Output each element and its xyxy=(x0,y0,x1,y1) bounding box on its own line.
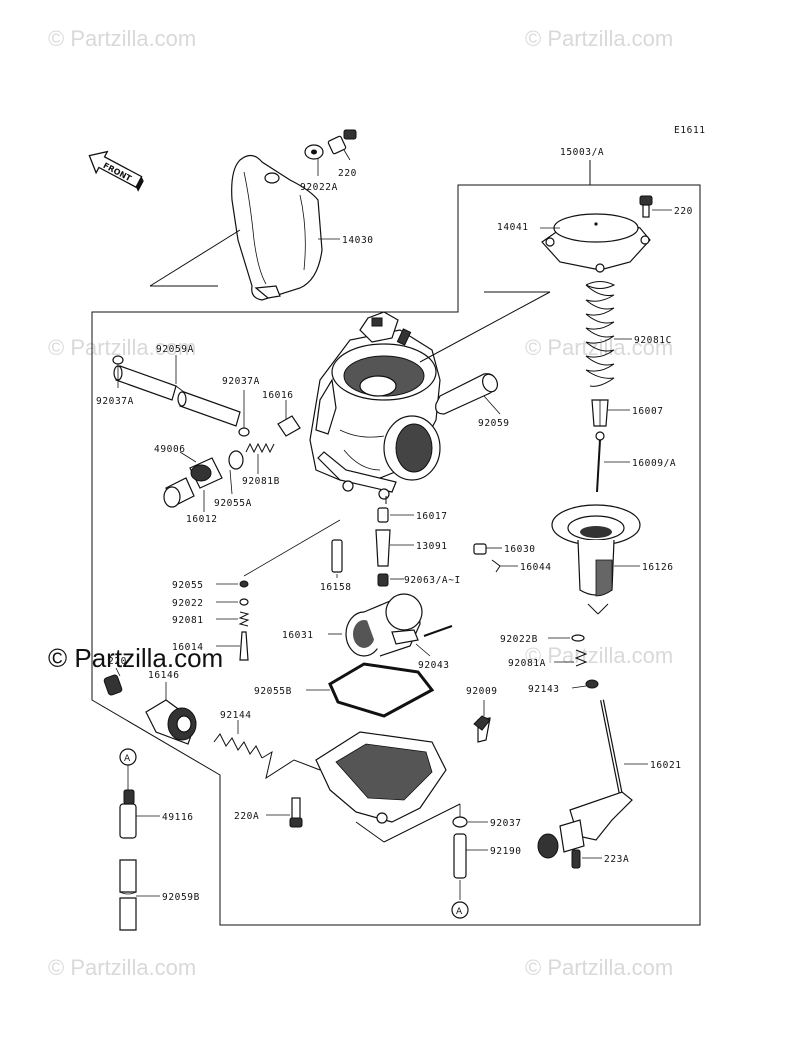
watermark-bottom-left: © Partzilla.com xyxy=(48,955,196,980)
label-16012: 16012 xyxy=(186,514,218,525)
part-16158: 16158 xyxy=(243,519,352,593)
part-16007: 16007 xyxy=(591,399,664,427)
label-16126: 16126 xyxy=(642,562,674,573)
label-92143: 92143 xyxy=(528,684,560,695)
watermark-bottom-right: © Partzilla.com xyxy=(525,955,673,980)
watermark-top-left: © Partzilla.com xyxy=(48,26,196,51)
part-92059-tube: 92059 xyxy=(435,373,510,429)
label-16146: 16146 xyxy=(148,670,180,681)
part-49006-group: 49006 92055A 16012 xyxy=(154,444,252,525)
watermark-main: © Partzilla.com xyxy=(48,643,223,673)
part-92144-spring: 92144 xyxy=(213,710,321,780)
label-92022: 92022 xyxy=(172,598,204,609)
label-223a: 223A xyxy=(604,854,629,865)
part-92037a-clips: 92037A 92037A xyxy=(96,355,260,437)
part-220-left-bolt: 220 xyxy=(103,656,127,696)
part-92037-92190: 92037 92190 A xyxy=(451,816,522,919)
label-220a: 220A xyxy=(234,811,259,822)
label-49116: 49116 xyxy=(162,812,194,823)
label-220b: 220 xyxy=(108,656,127,667)
label-16009a: 16009/A xyxy=(632,458,676,469)
label-92043: 92043 xyxy=(418,660,450,671)
label-92081a: 92081A xyxy=(508,658,546,669)
part-92059a-tubes: 92059A xyxy=(113,344,241,427)
label-16031: 16031 xyxy=(282,630,314,641)
label-16021: 16021 xyxy=(650,760,682,771)
callout-a-left: A xyxy=(124,754,131,764)
watermark-mid-right: © Partzilla.com xyxy=(525,335,673,360)
part-left-column: 92055 92022 92081 16014 xyxy=(172,580,250,661)
assembly-boundary xyxy=(91,184,701,926)
label-14041: 14041 xyxy=(497,222,529,233)
watermark-mid-left: © Partzilla.com xyxy=(48,335,196,360)
part-92009: 92009 xyxy=(466,686,498,743)
part-16126-slide: 16126 xyxy=(551,504,674,615)
front-arrow: FRONT xyxy=(88,150,144,192)
label-92055b: 92055B xyxy=(254,686,292,697)
label-49006: 49006 xyxy=(154,444,186,455)
label-16007: 16007 xyxy=(632,406,664,417)
label-92081c: 92081C xyxy=(634,335,672,346)
label-220: 220 xyxy=(338,168,357,179)
part-16009a-needle: 16009/A xyxy=(595,431,676,493)
part-220a-screw: 220A xyxy=(234,797,303,828)
label-14030: 14030 xyxy=(342,235,374,246)
part-92081c-spring: 92081C xyxy=(585,281,672,387)
part-right-small: 92022B 92081A 92143 xyxy=(500,634,599,695)
label-92063: 92063/A~I xyxy=(404,575,461,586)
label-92059: 92059 xyxy=(478,418,510,429)
callout-a-bottom: A xyxy=(456,907,463,917)
label-92022b: 92022B xyxy=(500,634,538,645)
part-16030-16044: 16030 16044 xyxy=(473,543,552,573)
label-16017: 16017 xyxy=(416,511,448,522)
part-49116-92059b: A 49116 92059B xyxy=(119,748,200,931)
diagram-code: E1611 xyxy=(674,125,706,136)
watermark-top-right: © Partzilla.com xyxy=(525,26,673,51)
label-92059b: 92059B xyxy=(162,892,200,903)
label-92144: 92144 xyxy=(220,710,252,721)
label-92055: 92055 xyxy=(172,580,204,591)
part-92055b-gasket: 92055B xyxy=(254,662,435,718)
part-16017-13091: 16017 13091 92063/A~I xyxy=(375,507,461,587)
part-carburetor-body xyxy=(309,291,551,504)
label-220-top: 220 xyxy=(674,206,693,217)
label-92081: 92081 xyxy=(172,615,204,626)
label-16014: 16014 xyxy=(172,642,204,653)
label-13091: 13091 xyxy=(416,541,448,552)
part-16016: 16016 xyxy=(262,390,301,437)
watermark-center-right: © Partzilla.com xyxy=(525,643,673,668)
label-15003a: 15003/A xyxy=(560,147,604,158)
part-14030-cover: 14030 xyxy=(149,154,374,301)
part-16146: 16146 xyxy=(145,670,197,745)
part-16021-lever: 16021 223A xyxy=(537,699,682,869)
label-92059a: 92059A xyxy=(156,344,194,355)
label-92037a: 92037A xyxy=(222,376,260,387)
label-92022a: 92022A xyxy=(300,182,338,193)
label-16030: 16030 xyxy=(504,544,536,555)
label-16158: 16158 xyxy=(320,582,352,593)
label-16016: 16016 xyxy=(262,390,294,401)
label-92037: 92037 xyxy=(490,818,522,829)
part-220-top-screw: 220 xyxy=(639,195,693,218)
label-92081b: 92081B xyxy=(242,476,280,487)
watermarks: © Partzilla.com © Partzilla.com © Partzi… xyxy=(48,26,673,980)
label-92190: 92190 xyxy=(490,846,522,857)
label-92037a-left: 92037A xyxy=(96,396,134,407)
label-92009: 92009 xyxy=(466,686,498,697)
label-92055a: 92055A xyxy=(214,498,252,509)
part-92022a-220: 92022A 220 xyxy=(300,129,357,193)
label-16044: 16044 xyxy=(520,562,552,573)
part-92081b-spring: 92081B xyxy=(242,442,280,487)
part-16031-boot: 16031 92043 xyxy=(282,593,453,671)
part-14041-top-cap: 14041 xyxy=(497,213,651,273)
part-float-bowl xyxy=(315,731,461,843)
